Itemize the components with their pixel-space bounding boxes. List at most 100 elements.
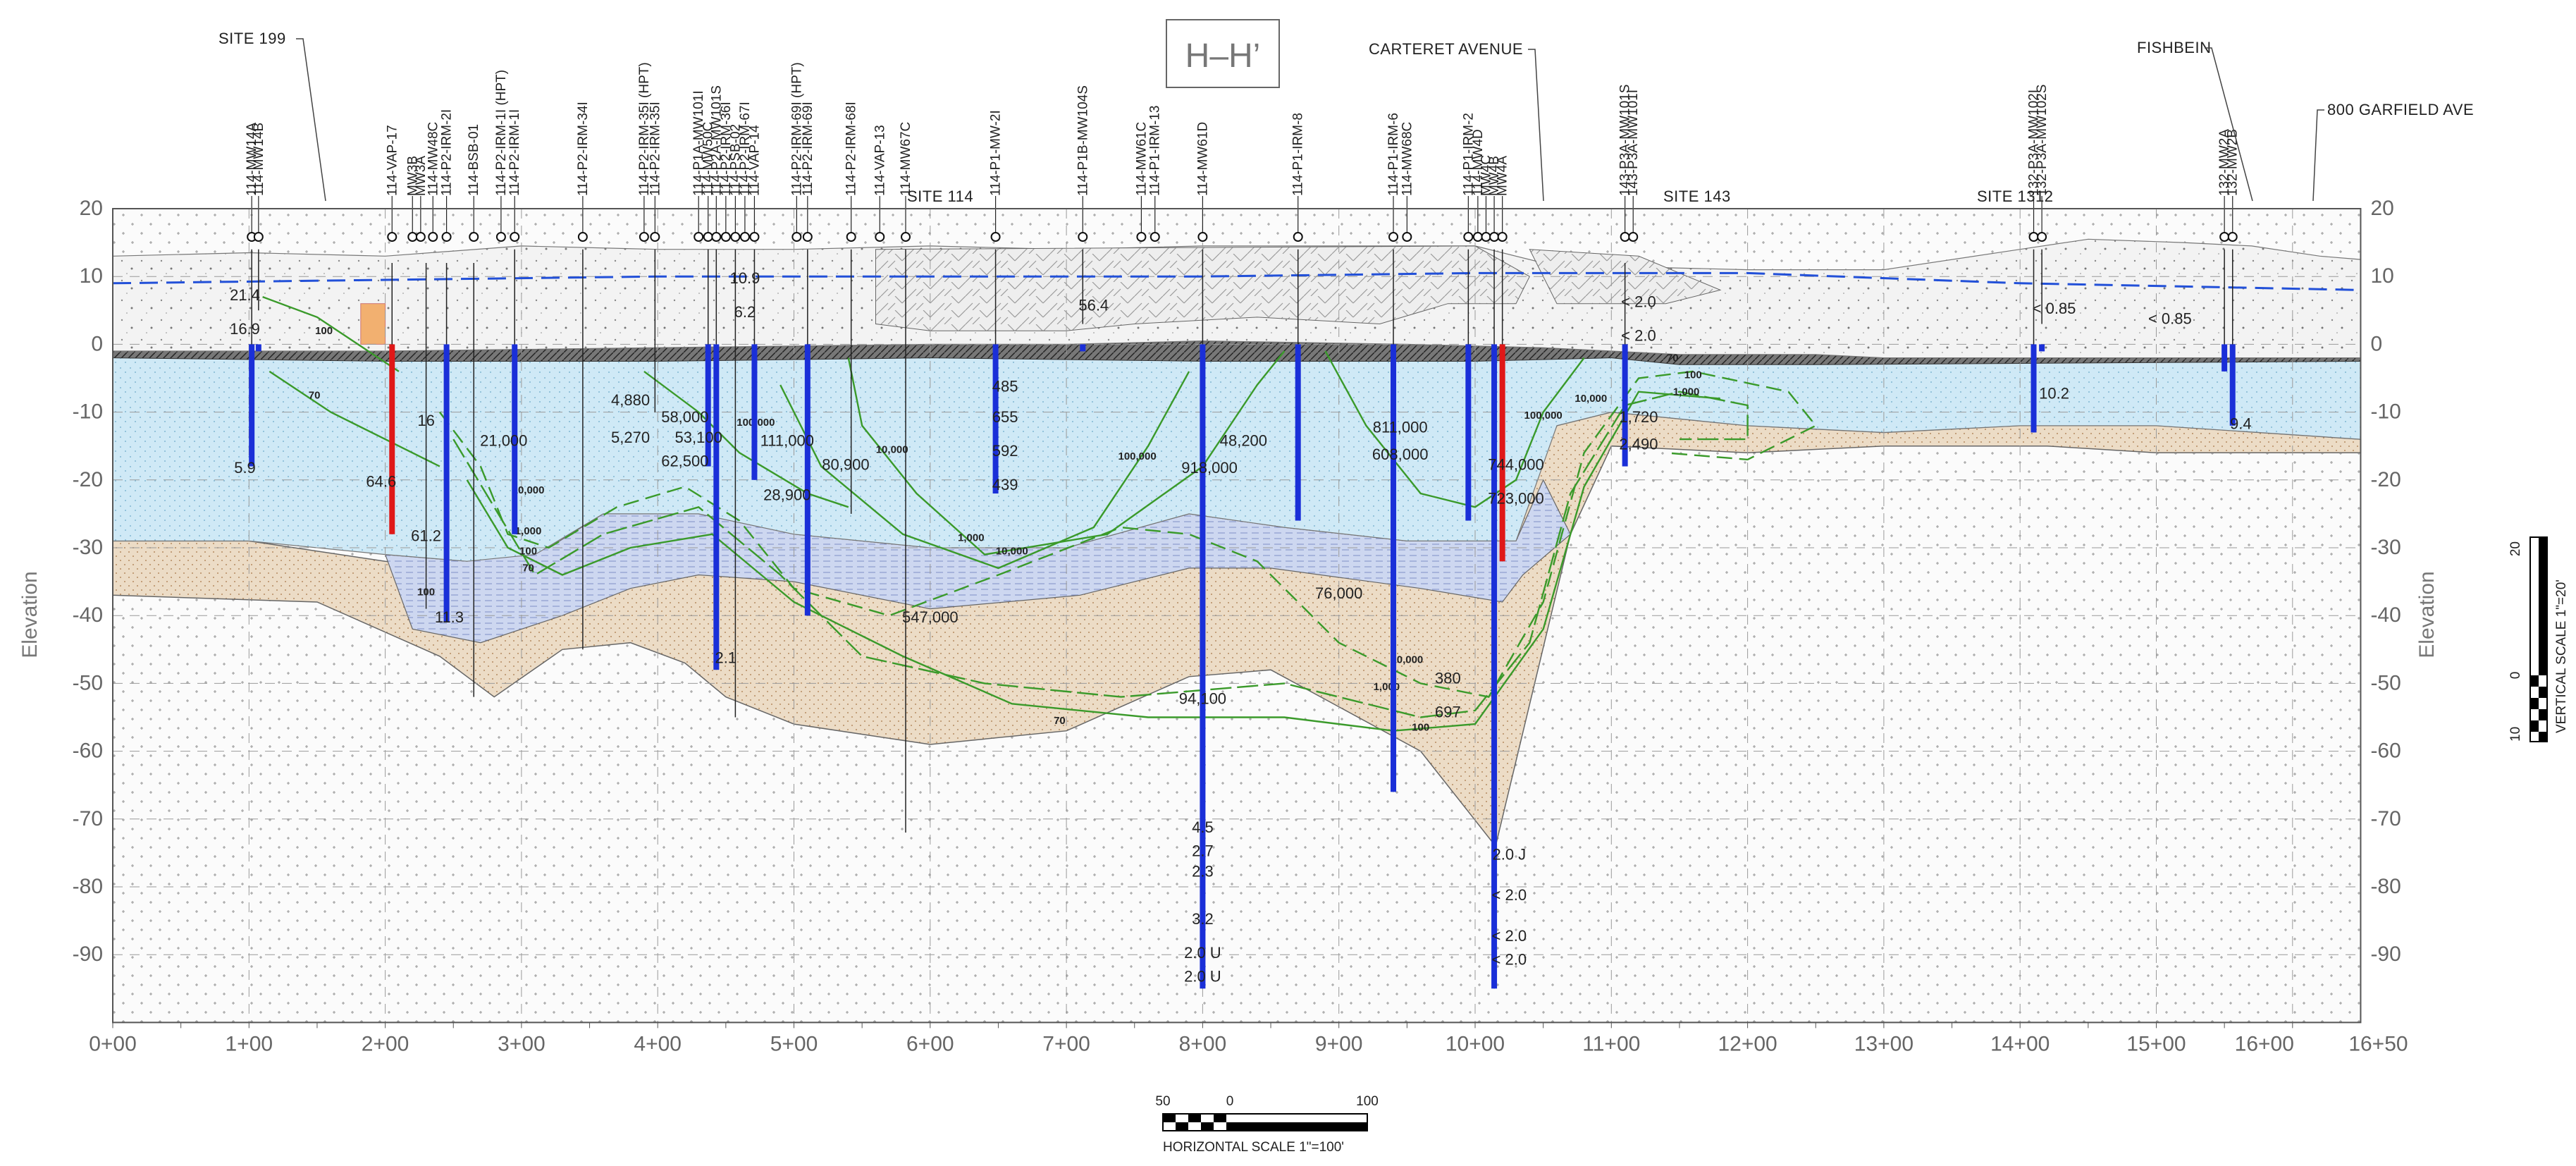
h-scale-tick-100: 100	[1356, 1094, 1379, 1109]
well-screen	[992, 344, 999, 494]
left-axis-title: Elevation	[18, 571, 42, 658]
right-axis-title: Elevation	[2415, 571, 2439, 658]
concentration-value: < 0.85	[2033, 300, 2076, 317]
well-marker	[510, 232, 520, 242]
x-tick-label: 3+00	[498, 1032, 546, 1055]
concentration-value: 10.9	[729, 269, 760, 287]
well-label: 114-P1B-MW104S	[1076, 85, 1090, 196]
well-label: 114-PSB-02	[728, 124, 743, 196]
y-tick-right: -20	[2370, 468, 2401, 491]
section-frame	[112, 208, 2362, 1024]
v-scale-tick-10: 10	[2508, 727, 2523, 742]
contour-label: 70	[1054, 715, 1066, 727]
concentration-value: 811,000	[1373, 418, 1428, 436]
concentration-value: 918,000	[1181, 459, 1238, 477]
well-label: 114-MW67C	[899, 122, 913, 196]
well-screen	[705, 344, 711, 467]
concentration-value: < 2.0	[1492, 886, 1527, 904]
concentration-value: 6.2	[734, 303, 756, 321]
well-label: 114-MW14B	[252, 123, 266, 196]
well-marker	[495, 232, 506, 242]
x-tick-label: 10+00	[1446, 1032, 1505, 1055]
well-label: MW3B	[405, 156, 420, 196]
well-marker	[846, 232, 856, 242]
well-screen	[389, 344, 395, 534]
contour-label: 10,000	[876, 443, 908, 455]
y-tick-right: -30	[2370, 536, 2401, 559]
well-label: 132-P3A-MW102S	[2035, 85, 2050, 196]
well-label: 114-MW4D	[1471, 129, 1486, 196]
well-label: 114-MW61D	[1195, 122, 1210, 196]
well-label: 132-MW2B	[2226, 129, 2241, 196]
concentration-value: 380	[1435, 669, 1461, 687]
x-tick-label: 14+00	[1990, 1032, 2050, 1055]
y-tick-right: 20	[2370, 197, 2393, 220]
v-scale-caption: VERTICAL SCALE 1"=20'	[2554, 579, 2569, 733]
y-tick-right: -90	[2370, 943, 2401, 966]
vertical-scale-bar: 20 0 10 VERTICAL SCALE 1"=20'	[2508, 536, 2569, 742]
well-marker	[650, 232, 660, 242]
contour-line	[1324, 350, 1585, 508]
contour-label: 100	[519, 546, 537, 558]
title-box	[1166, 19, 1280, 88]
concentration-value: 48,200	[1220, 432, 1267, 450]
well-screen	[1499, 344, 1505, 562]
concentration-value: 2,490	[1619, 436, 1658, 453]
contour-line	[438, 370, 1818, 698]
well-label: 114-P1-IRM-13	[1148, 106, 1163, 196]
well-marker	[802, 232, 813, 242]
concentration-value: 10.2	[2039, 384, 2069, 402]
concentration-value: 608,000	[1372, 446, 1429, 463]
x-tick-label: 7+00	[1042, 1032, 1090, 1055]
well-screen	[2030, 344, 2037, 433]
concentration-value: 80,900	[822, 455, 869, 473]
carteret-leader	[1528, 49, 1544, 202]
well-marker	[1497, 232, 1508, 242]
y-tick-left: -10	[73, 400, 103, 424]
v-scale-tick-20: 20	[2508, 541, 2523, 556]
concentration-value: 56.4	[1078, 296, 1109, 314]
concentration-value: 11.3	[435, 608, 464, 626]
well-label: 114-MW14A	[245, 122, 259, 196]
contour-line	[269, 370, 440, 467]
contour-label: 10,000	[1391, 654, 1423, 666]
concentration-value: 592	[992, 442, 1018, 460]
concentration-value: 2.7	[1192, 842, 1214, 860]
well-screen	[2229, 344, 2236, 426]
x-tick-label: 2+00	[362, 1032, 409, 1055]
y-tick-right: -70	[2370, 807, 2401, 830]
well-label: MW3A	[414, 156, 429, 196]
well-screen	[1200, 344, 1206, 989]
well-label: 114-P1-IRM-6	[1386, 113, 1401, 196]
x-tick-label: 0+00	[89, 1032, 137, 1055]
well-label: MW4C	[1479, 155, 1493, 196]
well-marker	[577, 232, 588, 242]
contour-label: 1,000	[515, 525, 542, 537]
concentration-value: < 2.0	[1492, 951, 1527, 969]
concentration-value: 4,880	[611, 391, 650, 409]
well-label: 114-P2-IRM-36I	[719, 102, 734, 196]
well-marker	[387, 232, 398, 242]
concentration-value: 2.0 J	[1492, 846, 1526, 864]
well-label: 114-P2-IRM-69I (HPT)	[789, 62, 804, 196]
site-199-label: SITE 199	[218, 30, 286, 47]
concentration-value: 16.9	[230, 320, 260, 338]
well-label: 114-P2-IRM-2I	[440, 109, 455, 196]
concentration-value: 58,000	[661, 408, 708, 426]
x-tick-label: 16+50	[2348, 1032, 2408, 1055]
x-tick-label: 16+00	[2235, 1032, 2294, 1055]
well-label: 114-P2-IRM-67I	[738, 102, 753, 196]
y-tick-left: -60	[73, 740, 103, 763]
y-tick-left: -80	[73, 875, 103, 898]
well-screen	[713, 344, 720, 670]
y-tick-left: -40	[73, 603, 103, 627]
well-label: 114-P2-IRM-35I (HPT)	[637, 62, 652, 196]
well-screen	[804, 344, 811, 616]
well-marker	[1136, 232, 1147, 242]
contour-line	[466, 391, 1720, 732]
x-tick-label: 4+00	[634, 1032, 682, 1055]
well-marker	[1293, 232, 1303, 242]
concentration-value: < 2.0	[1621, 327, 1656, 345]
concentration-value: 547,000	[902, 608, 959, 626]
